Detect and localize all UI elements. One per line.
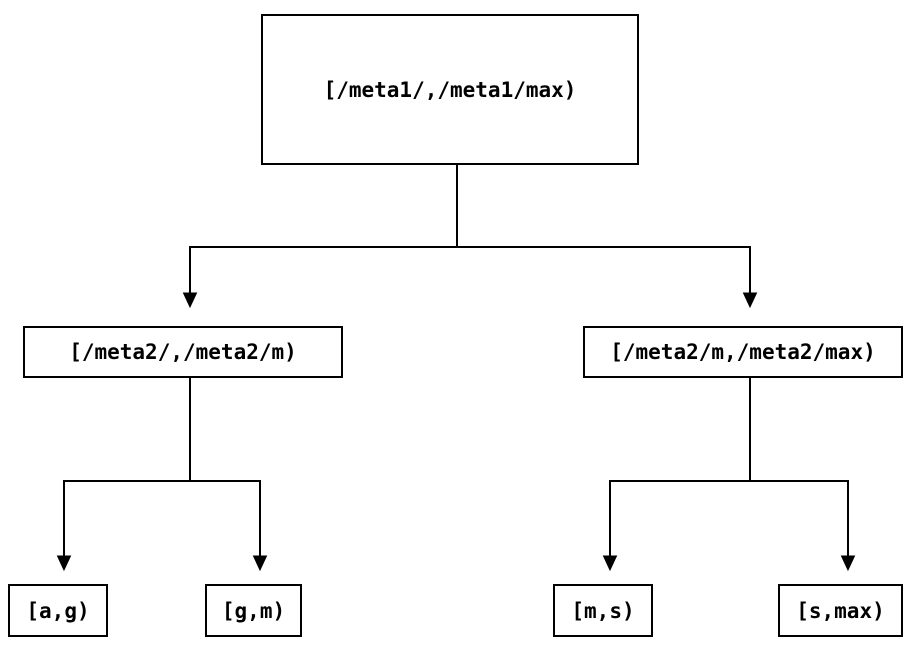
node-label: [s,max) xyxy=(796,598,885,623)
arrowhead-icon xyxy=(602,555,618,572)
arrowhead-icon xyxy=(840,555,856,572)
node-leaf-range-gm: [g,m) xyxy=(205,584,302,637)
node-root-range: [/meta1/,/meta1/max) xyxy=(261,14,639,165)
node-meta2-right-range: [/meta2/m,/meta2/max) xyxy=(583,326,903,378)
node-label: [/meta2/m,/meta2/max) xyxy=(610,340,876,364)
node-label: [/meta1/,/meta1/max) xyxy=(323,77,577,102)
edge-midright-children xyxy=(602,378,856,572)
arrowhead-icon xyxy=(56,555,72,572)
arrowhead-icon xyxy=(182,292,198,309)
node-label: [g,m) xyxy=(221,598,286,623)
arrowhead-icon xyxy=(742,292,758,309)
arrowhead-icon xyxy=(252,555,268,572)
node-label: [a,g) xyxy=(26,598,90,623)
node-leaf-range-ag: [a,g) xyxy=(8,584,108,637)
node-label: [/meta2/,/meta2/m) xyxy=(69,340,297,364)
node-leaf-range-smax: [s,max) xyxy=(778,584,903,637)
node-label: [m,s) xyxy=(571,598,635,623)
edge-midleft-children xyxy=(56,378,268,572)
edge-root-children xyxy=(182,165,758,309)
node-leaf-range-ms: [m,s) xyxy=(553,584,653,637)
node-meta2-left-range: [/meta2/,/meta2/m) xyxy=(23,326,343,378)
